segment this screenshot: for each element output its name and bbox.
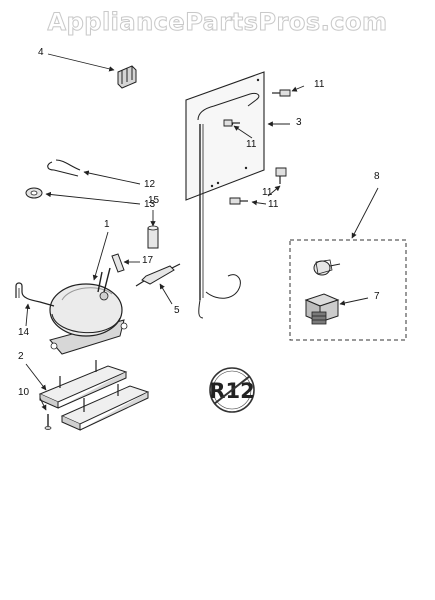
callout-17: 17 <box>142 255 154 266</box>
callout-11d: 11 <box>268 199 279 210</box>
callout-10: 10 <box>18 387 30 398</box>
leader-7 <box>339 297 369 306</box>
part-1-compressor <box>49 267 128 355</box>
capillary-tube <box>205 274 241 299</box>
leader-5 <box>159 283 173 305</box>
part-3-evaporator-plate <box>185 71 265 319</box>
part-2-mounting-rails <box>38 360 150 431</box>
callout-11b: 11 <box>246 139 257 150</box>
part-11-screw-a <box>272 89 291 97</box>
part-7-start-relay <box>304 293 340 325</box>
part-8-relay-assembly-box <box>289 239 407 341</box>
callout-8: 8 <box>374 171 380 182</box>
part-5-filter-drier <box>135 263 181 287</box>
callout-5: 5 <box>174 305 180 316</box>
watermark-text: AppliancePartsPros.com <box>47 8 388 37</box>
callout-13: 13 <box>144 199 156 210</box>
r12-badge: R12 <box>209 367 255 413</box>
callout-11a: 11 <box>314 79 325 90</box>
callout-11c: 11 <box>262 187 273 198</box>
leader-14 <box>24 303 31 327</box>
leader-13 <box>45 191 141 205</box>
callout-15: 15 <box>148 195 160 206</box>
callout-4: 4 <box>38 47 44 58</box>
part-12-clip <box>47 159 81 177</box>
leader-12 <box>83 170 141 185</box>
part-11-screw-c <box>275 167 287 184</box>
part-10-screw <box>44 414 52 430</box>
part-11-screw-d <box>229 197 248 205</box>
part-17-tube <box>111 253 125 273</box>
leader-8 <box>351 187 379 239</box>
part-15-tube-fitting <box>147 225 159 249</box>
leader-11d <box>251 200 267 206</box>
leader-11b <box>233 125 253 139</box>
part-14-process-tube <box>15 282 55 307</box>
leader-2 <box>25 363 47 391</box>
callout-1: 1 <box>104 219 110 230</box>
callout-14: 14 <box>18 327 30 338</box>
callout-3: 3 <box>296 117 302 128</box>
part-4-clip <box>117 65 137 89</box>
leader-11a <box>291 85 305 92</box>
leader-10 <box>39 397 47 411</box>
callout-2: 2 <box>18 351 24 362</box>
leader-4 <box>47 53 115 72</box>
leader-1 <box>92 231 109 281</box>
callout-12: 12 <box>144 179 156 190</box>
callout-7: 7 <box>374 291 380 302</box>
leader-11c <box>267 185 281 197</box>
overload-protector <box>313 259 341 276</box>
part-11-screw-b <box>223 119 240 127</box>
part-13-washer <box>25 187 43 199</box>
